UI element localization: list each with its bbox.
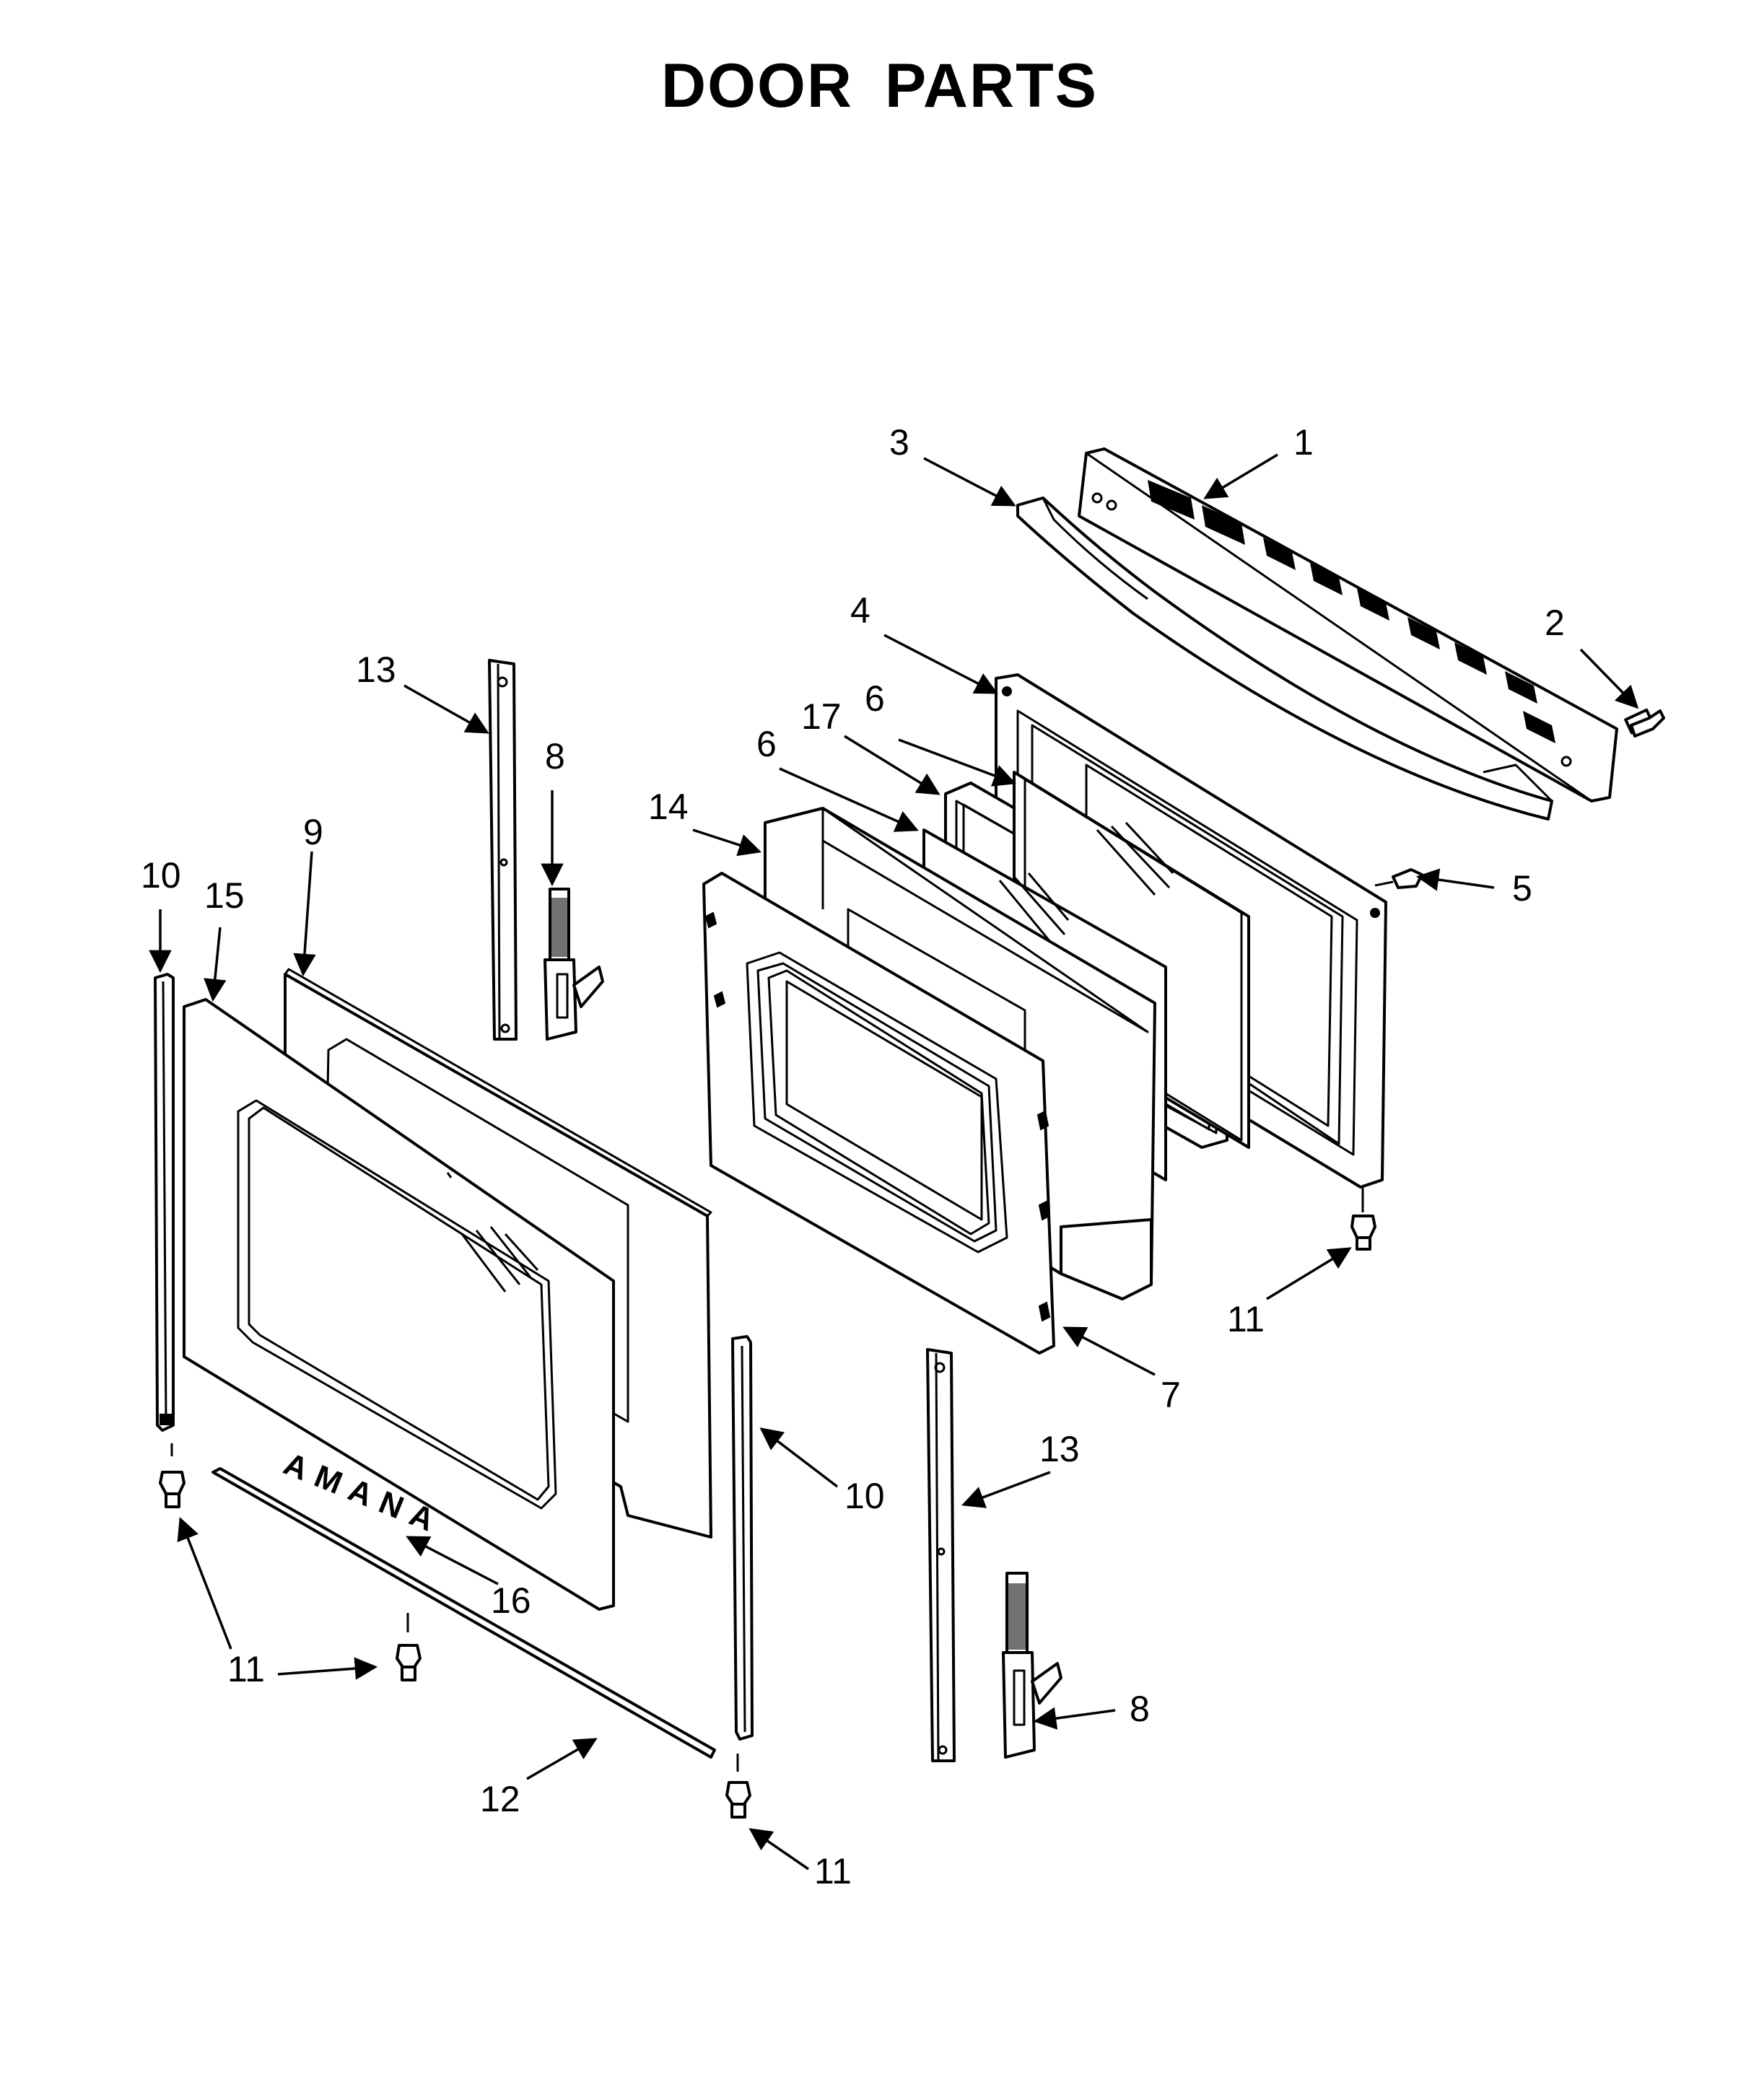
callout-10-left: 10: [141, 855, 181, 896]
part-3-door-handle: [1016, 496, 1553, 821]
callout-4: 4: [850, 590, 870, 631]
callout-2: 2: [1545, 603, 1565, 643]
callout-11-left: 11: [227, 1649, 265, 1689]
callout-14: 14: [648, 787, 689, 827]
part-11-screw-right: [1350, 1187, 1376, 1251]
callout-1: 1: [1293, 422, 1314, 463]
callout-11-bottom: 11: [814, 1851, 852, 1891]
callout-10-right: 10: [844, 1476, 885, 1516]
callout-12: 12: [480, 1779, 520, 1819]
part-5-screw: [1374, 868, 1423, 889]
callout-6-rear: 6: [865, 678, 885, 719]
callout-8-lower: 8: [1130, 1689, 1150, 1729]
part-8-hinge-lower: [1002, 1572, 1062, 1759]
callout-5: 5: [1512, 868, 1532, 909]
callout-3: 3: [889, 422, 909, 463]
part-1-vent-trim: [1078, 447, 1618, 802]
page-title: DOOR PARTS: [661, 51, 1098, 121]
part-2-screw: [1624, 708, 1665, 738]
part-11-screw-left: [159, 1443, 185, 1508]
part-11-screw-bottom: [396, 1613, 422, 1681]
callout-13-lower: 13: [1039, 1429, 1080, 1469]
callout-9: 9: [303, 812, 323, 852]
callout-11-right: 11: [1227, 1299, 1265, 1339]
callout-16: 16: [491, 1580, 531, 1621]
callout-13-upper: 13: [356, 649, 396, 690]
leader-lines: [149, 453, 1639, 1871]
part-8-hinge-upper: [544, 888, 604, 1041]
part-13-hinge-receiver-lower: [926, 1348, 956, 1762]
part-7-inner-door-panel: [702, 872, 1055, 1355]
callout-17: 17: [801, 696, 842, 737]
callout-6-front: 6: [756, 724, 777, 764]
part-11-screw-lower: [725, 1754, 751, 1819]
part-13-hinge-receiver-upper: [488, 659, 518, 1041]
part-12-bottom-trim: [211, 1467, 716, 1759]
callout-labels: 1 2 3 4 5 6 6 7 8 8 9 10 10 11 11 11 11 …: [141, 422, 1565, 1891]
part-10-side-trim-right: [731, 1335, 754, 1741]
callout-8-upper: 8: [545, 736, 565, 776]
part-10-side-trim-left: [154, 973, 175, 1432]
callout-7: 7: [1161, 1375, 1181, 1415]
callout-15: 15: [204, 875, 245, 916]
